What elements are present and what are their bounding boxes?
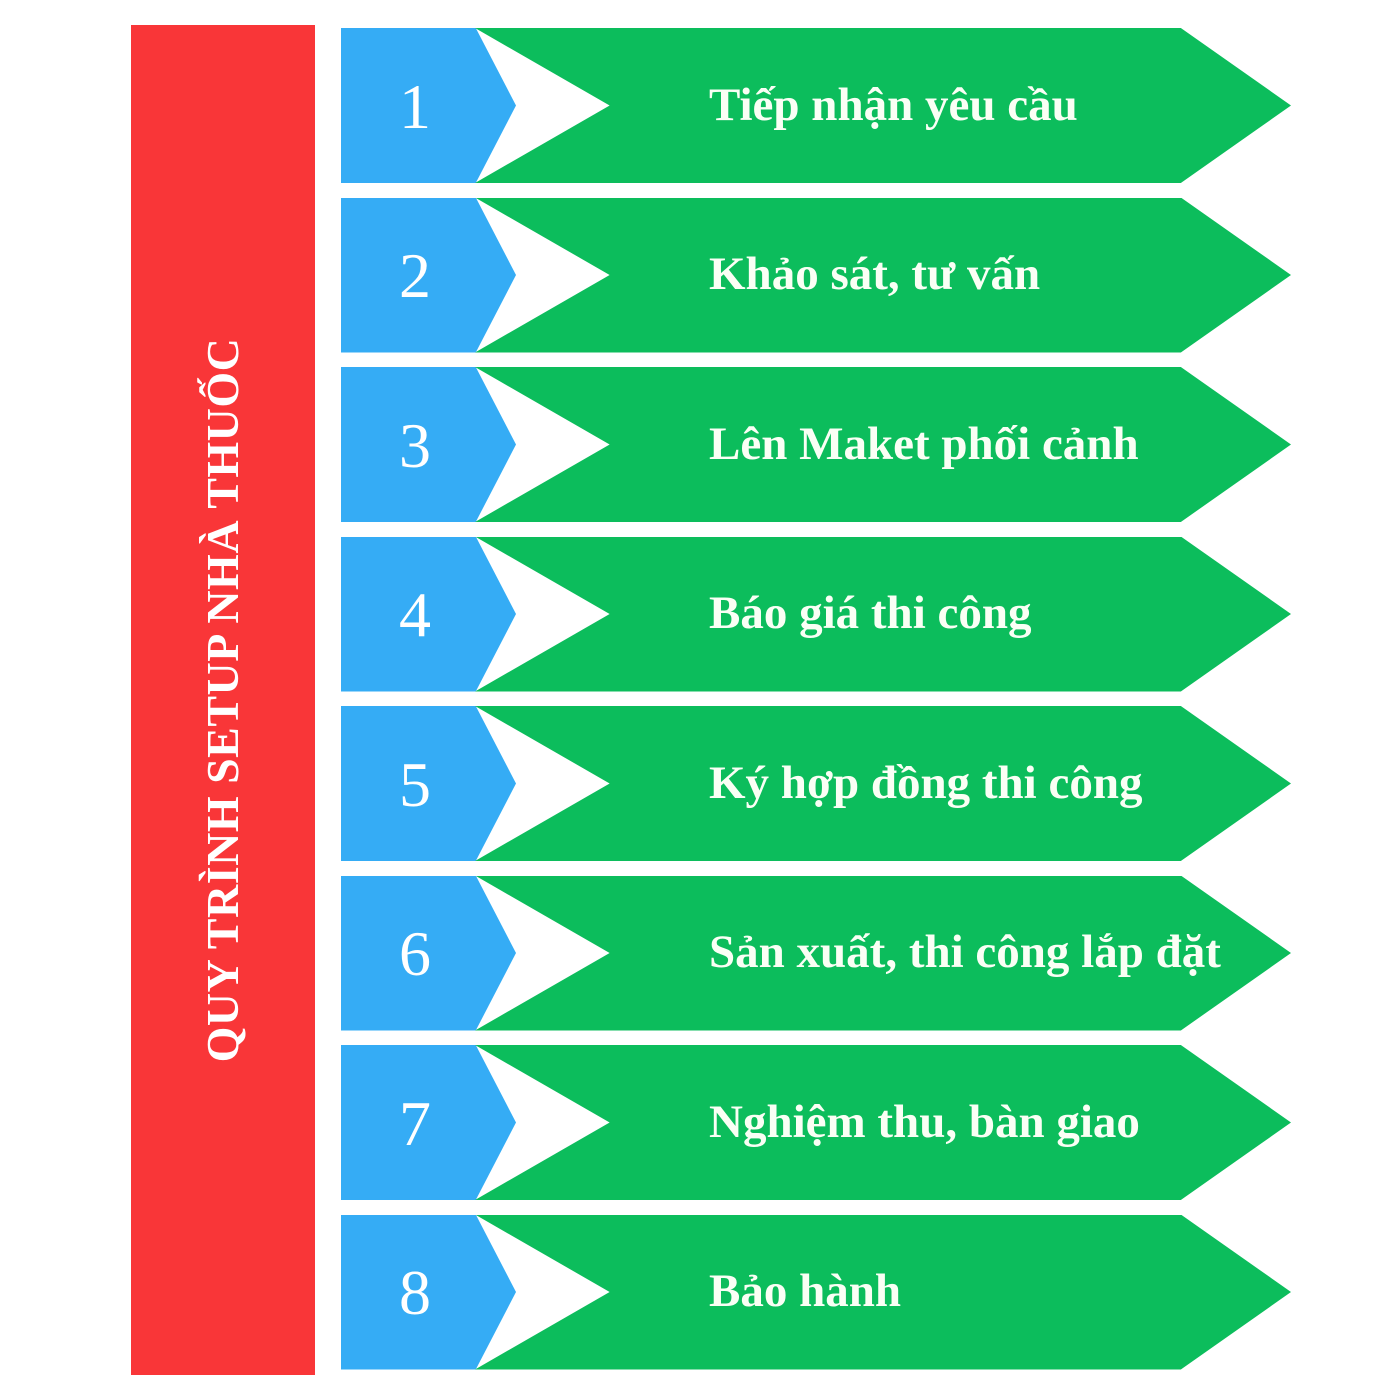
- step-number-text: 3: [399, 409, 431, 481]
- step-label-arrow[interactable]: Sản xuất, thi công lắp đặt: [475, 875, 1291, 1031]
- step-row[interactable]: 2 Khảo sát, tư vấn: [341, 197, 1341, 353]
- step-number-chevron[interactable]: 8: [341, 1214, 516, 1370]
- step-label-arrow[interactable]: Báo giá thi công: [475, 536, 1291, 692]
- step-label-arrow[interactable]: Nghiệm thu, bàn giao: [475, 1045, 1291, 1200]
- step-number-chevron[interactable]: 2: [341, 197, 516, 353]
- step-row[interactable]: 6 Sản xuất, thi công lắp đặt: [341, 875, 1341, 1031]
- step-row[interactable]: 4 Báo giá thi công: [341, 536, 1341, 692]
- step-row[interactable]: 3 Lên Maket phối cảnh: [341, 367, 1341, 522]
- step-number-chevron[interactable]: 5: [341, 706, 516, 861]
- step-label-arrow[interactable]: Ký hợp đồng thi công: [475, 706, 1291, 861]
- step-row[interactable]: 8 Bảo hành: [341, 1214, 1341, 1370]
- step-number-text: 1: [399, 70, 431, 142]
- step-number-text: 2: [399, 240, 431, 311]
- step-number-text: 6: [399, 918, 431, 989]
- step-number-chevron[interactable]: 1: [341, 28, 516, 183]
- step-label-arrow[interactable]: Bảo hành: [475, 1214, 1291, 1370]
- step-number-chevron[interactable]: 3: [341, 367, 516, 522]
- step-label-text: Sản xuất, thi công lắp đặt: [709, 926, 1221, 979]
- step-label-text: Tiếp nhận yêu cầu: [709, 78, 1078, 131]
- step-label-arrow[interactable]: Tiếp nhận yêu cầu: [475, 28, 1291, 183]
- step-number-text: 7: [399, 1087, 431, 1159]
- step-label-text: Báo giá thi công: [709, 587, 1032, 640]
- step-label-text: Ký hợp đồng thi công: [709, 756, 1143, 809]
- step-row[interactable]: 5 Ký hợp đồng thi công: [341, 706, 1341, 861]
- step-label-text: Nghiệm thu, bàn giao: [709, 1095, 1140, 1148]
- step-number-chevron[interactable]: 7: [341, 1045, 516, 1200]
- step-label-text: Khảo sát, tư vấn: [709, 248, 1041, 301]
- step-number-text: 8: [399, 1257, 431, 1328]
- step-number-text: 5: [399, 748, 431, 820]
- step-number-chevron[interactable]: 4: [341, 536, 516, 692]
- step-number-text: 4: [399, 579, 431, 650]
- step-label-text: Lên Maket phối cảnh: [709, 417, 1139, 470]
- step-number-chevron[interactable]: 6: [341, 875, 516, 1031]
- steps-list: 1 Tiếp nhận yêu cầu 2 Khảo sát, tư vấn 3 Lên …: [341, 28, 1341, 1375]
- step-label-arrow[interactable]: Lên Maket phối cảnh: [475, 367, 1291, 522]
- banner-title-text: QUY TRÌNH SETUP NHÀ THUỐC: [197, 337, 248, 1063]
- step-label-text: Bảo hành: [709, 1265, 902, 1318]
- step-label-arrow[interactable]: Khảo sát, tư vấn: [475, 197, 1291, 353]
- step-row[interactable]: 7 Nghiệm thu, bàn giao: [341, 1045, 1341, 1200]
- title-banner: QUY TRÌNH SETUP NHÀ THUỐC: [131, 25, 315, 1375]
- step-row[interactable]: 1 Tiếp nhận yêu cầu: [341, 28, 1341, 183]
